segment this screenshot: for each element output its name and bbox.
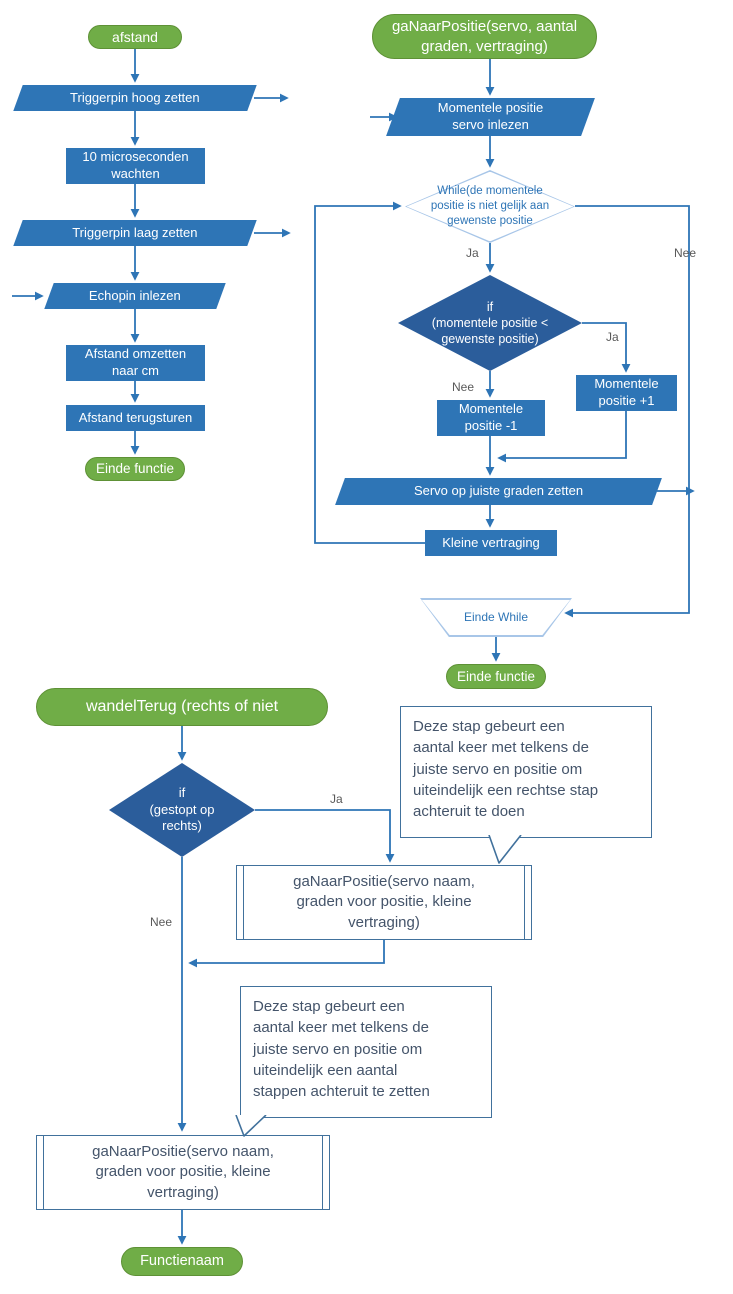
while-ja-label: Ja bbox=[466, 246, 479, 260]
decrement-process-step: Momentele positie -1 bbox=[437, 400, 545, 436]
read-position-label: Momentele positie servo inlezen bbox=[437, 100, 544, 132]
set-servo-label: Servo op juiste graden zetten bbox=[413, 483, 584, 499]
note-back-callout-tail bbox=[235, 1115, 267, 1137]
send-back-process-step: Afstand terugsturen bbox=[66, 405, 205, 431]
if-nee-label: Nee bbox=[452, 380, 475, 394]
connector-wt-ja bbox=[255, 809, 395, 863]
call-ganaarpositie-right-subroutine: gaNaarPositie(servo naam, graden voor po… bbox=[236, 865, 532, 940]
if-ja-label: Ja bbox=[606, 330, 619, 344]
connector-inc-merge bbox=[497, 411, 627, 463]
connector-call1-merge bbox=[188, 940, 385, 968]
ganaarpositie-end-terminator: Einde functie bbox=[446, 664, 546, 689]
set-servo-io-step: Servo op juiste graden zetten bbox=[335, 478, 662, 505]
note-back-step-callout: Deze stap gebeurt een aantal keer met te… bbox=[240, 986, 492, 1118]
read-position-io-step: Momentele positie servo inlezen bbox=[386, 98, 595, 136]
while-decision: While(de momentele positie is niet gelij… bbox=[405, 170, 575, 243]
convert-process-step: Afstand omzetten naar cm bbox=[66, 345, 205, 381]
wandelterug-start-terminator: wandelTerug (rechts of niet bbox=[36, 688, 328, 726]
trigger-high-label: Triggerpin hoog zetten bbox=[70, 89, 200, 105]
increment-process-step: Momentele positie +1 bbox=[576, 375, 677, 411]
end-while-fill bbox=[421, 599, 571, 636]
trigger-low-io-step: Triggerpin laag zetten bbox=[13, 220, 257, 246]
trigger-low-label: Triggerpin laag zetten bbox=[72, 224, 198, 240]
echo-read-label: Echopin inlezen bbox=[89, 287, 181, 303]
end-while-shape: Einde While bbox=[420, 598, 572, 637]
wandelterug-ja-label: Ja bbox=[330, 792, 343, 806]
call-ganaarpositie-back-subroutine: gaNaarPositie(servo naam, graden voor po… bbox=[36, 1135, 330, 1210]
note-right-step-callout: Deze stap gebeurt een aantal keer met te… bbox=[400, 706, 652, 838]
connector-loop-back bbox=[314, 201, 425, 544]
wandelterug-nee-label: Nee bbox=[150, 915, 173, 929]
connector-if-ja bbox=[582, 322, 631, 373]
afstand-end-terminator: Einde functie bbox=[85, 457, 185, 481]
ganaarpositie-start-terminator: gaNaarPositie(servo, aantal graden, vert… bbox=[372, 14, 597, 59]
wait-process-step: 10 microseconden wachten bbox=[66, 148, 205, 184]
functienaam-end-terminator: Functienaam bbox=[121, 1247, 243, 1276]
while-decision-label: While(de momentele positie is niet gelij… bbox=[430, 185, 550, 227]
afstand-start-terminator: afstand bbox=[88, 25, 182, 49]
while-nee-label: Nee bbox=[674, 246, 697, 260]
note-right-callout-tail bbox=[488, 835, 522, 864]
connector-while-nee bbox=[564, 205, 690, 618]
end-while-label: Einde While bbox=[463, 609, 529, 624]
echo-read-io-step: Echopin inlezen bbox=[44, 283, 226, 309]
delay-process-step: Kleine vertraging bbox=[425, 530, 557, 556]
trigger-high-io-step: Triggerpin hoog zetten bbox=[13, 85, 257, 111]
